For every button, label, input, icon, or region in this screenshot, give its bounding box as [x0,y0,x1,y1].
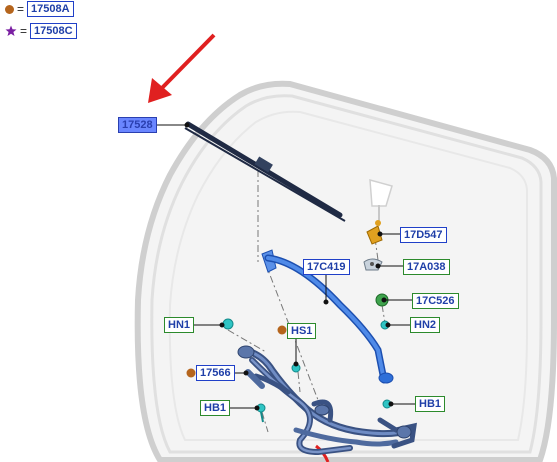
legend-code-17508A[interactable]: 17508A [27,1,74,17]
purple-star-icon [5,25,17,36]
part-label-17A038[interactable]: 17A038 [403,259,450,275]
part-label-17D547[interactable]: 17D547 [400,227,447,243]
part-label-HN1[interactable]: HN1 [164,317,195,333]
part-label-17C526[interactable]: 17C526 [412,293,459,309]
pointer-arrow-icon [148,33,216,103]
wiper-blade [184,121,346,222]
legend-equals: = [20,24,28,38]
nut-HN1 [222,318,234,330]
part-label-HN2[interactable]: HN2 [410,317,441,333]
legend-row-17508C: = 17508C [5,23,77,39]
part-label-17528[interactable]: 17528 [118,117,157,133]
wiper-linkage [240,346,417,456]
part-label-HB1-right[interactable]: HB1 [415,396,446,412]
legend-equals: = [17,2,25,16]
brown-dot-icon [186,368,196,378]
leader-lines [157,122,415,411]
part-label-HS1[interactable]: HS1 [287,323,317,339]
linkage-pivot [237,345,412,439]
part-label-17566[interactable]: 17566 [196,365,235,381]
legend-code-17508C[interactable]: 17508C [30,23,77,39]
assembly-guide-lines [227,170,386,433]
brown-dot-icon [277,325,287,335]
legend-row-17508A: = 17508A [5,1,74,17]
wiper-arm [261,249,394,384]
part-label-17C419[interactable]: 17C419 [303,259,350,275]
part-label-HB1-left[interactable]: HB1 [200,400,231,416]
brown-dot-icon [5,4,14,14]
nozzle-17D547 [366,220,383,245]
